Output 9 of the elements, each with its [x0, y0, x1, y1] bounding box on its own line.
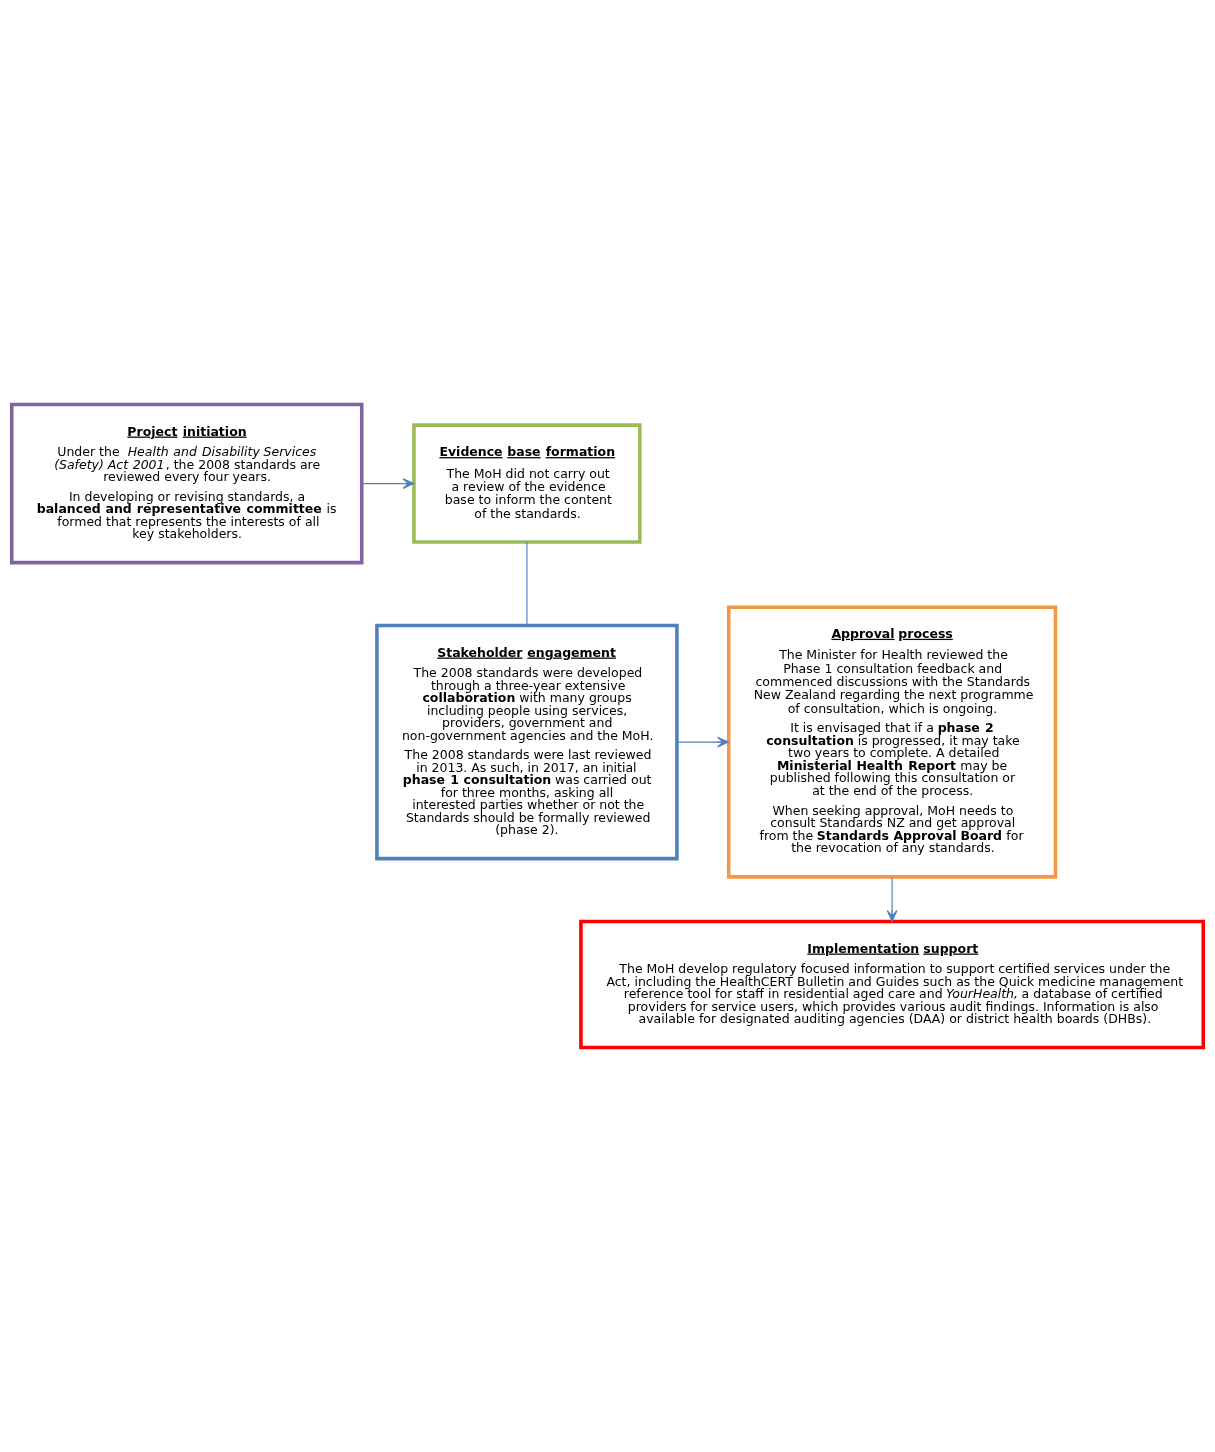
- node-box: Stakeholder engagement The 2008 standards were developed through a three-year extensive collaboration with many groups including people using services, providers, government and non-government agencies and the MoH. The 2008 standards were last reviewed in 2013. As such, in 2017, an initial phase 1 consultation was carried out for three months, asking all interested parties whether or not the Standards should be formally reviewed (phase 2).: [375, 623, 679, 861]
- arrow: [361, 478, 415, 489]
- node-box: Implementation support The MoH develop regulatory focused information to support certified services under the Act, including the HealthCERT Bulletin and Guides such as the Quick medicine management reference tool for staff in residential aged care and YourHealth, a database of certified providers for service users, which provides various audit findings. Information is also available for designated auditing agencies (DAA) or district health boards (DHBs).: [579, 919, 1206, 1050]
- node-box: Approval process The Minister for Health reviewed the Phase 1 consultation feedback and commenced discussions with the Standards New Zealand regarding the next programme of consultation, which is ongoing. It is envisaged that if a phase 2 consultation is progressed, it may take two years to complete. A detailed Ministerial Health Report may be published following this consultation or at the end of the process. When seeking approval, MoH needs to consult Standards NZ and get approval from the Standards Approval Board for the revocation of any standards.: [726, 605, 1058, 879]
- arrow: [886, 876, 898, 922]
- arrow: [676, 736, 729, 748]
- node-box: Evidence base formation The MoH did not carry out a review of the evidence base to inform the content of the standards.: [412, 423, 642, 544]
- connector: [526, 541, 528, 627]
- node-box: Project initiation Under the Health and Disability Services (Safety) Act 2001, the 2008 standards are reviewed every four years. In developing or revising standards, a balanced and representative committee is formed that represents the interests of all key stakeholders.: [9, 402, 364, 565]
